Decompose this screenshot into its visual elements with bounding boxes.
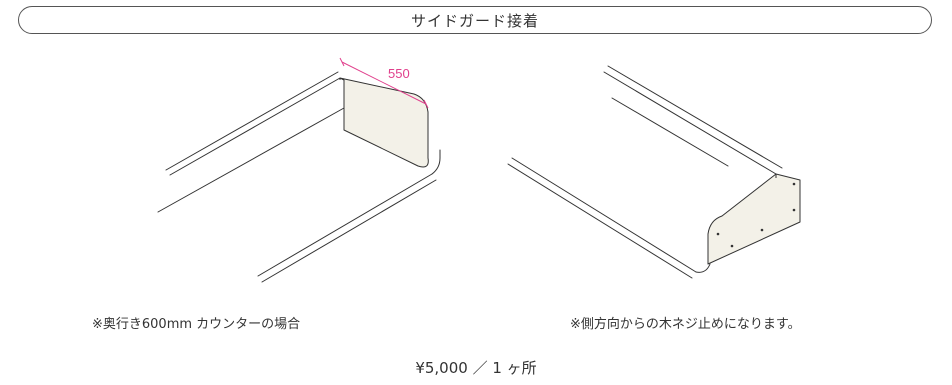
dimension-label: 550 [388, 66, 410, 81]
side-guard-panel [339, 77, 429, 168]
counter-right-guard-illustration [507, 65, 801, 279]
counter-left-guard-illustration: 550 [157, 57, 441, 283]
price-label: ¥5,000 ／ 1 ヶ所 [415, 359, 537, 377]
section-title: サイドガード接着 [410, 11, 539, 30]
right-figure-caption: ※側方向からの木ネジ止めになります。 [570, 317, 801, 332]
left-figure-caption: ※奥行き600mm カウンターの場合 [92, 317, 301, 332]
side-guard-panel [707, 173, 801, 265]
section-title-bar: サイドガード接着 [18, 6, 932, 34]
dimension-line [341, 61, 427, 105]
